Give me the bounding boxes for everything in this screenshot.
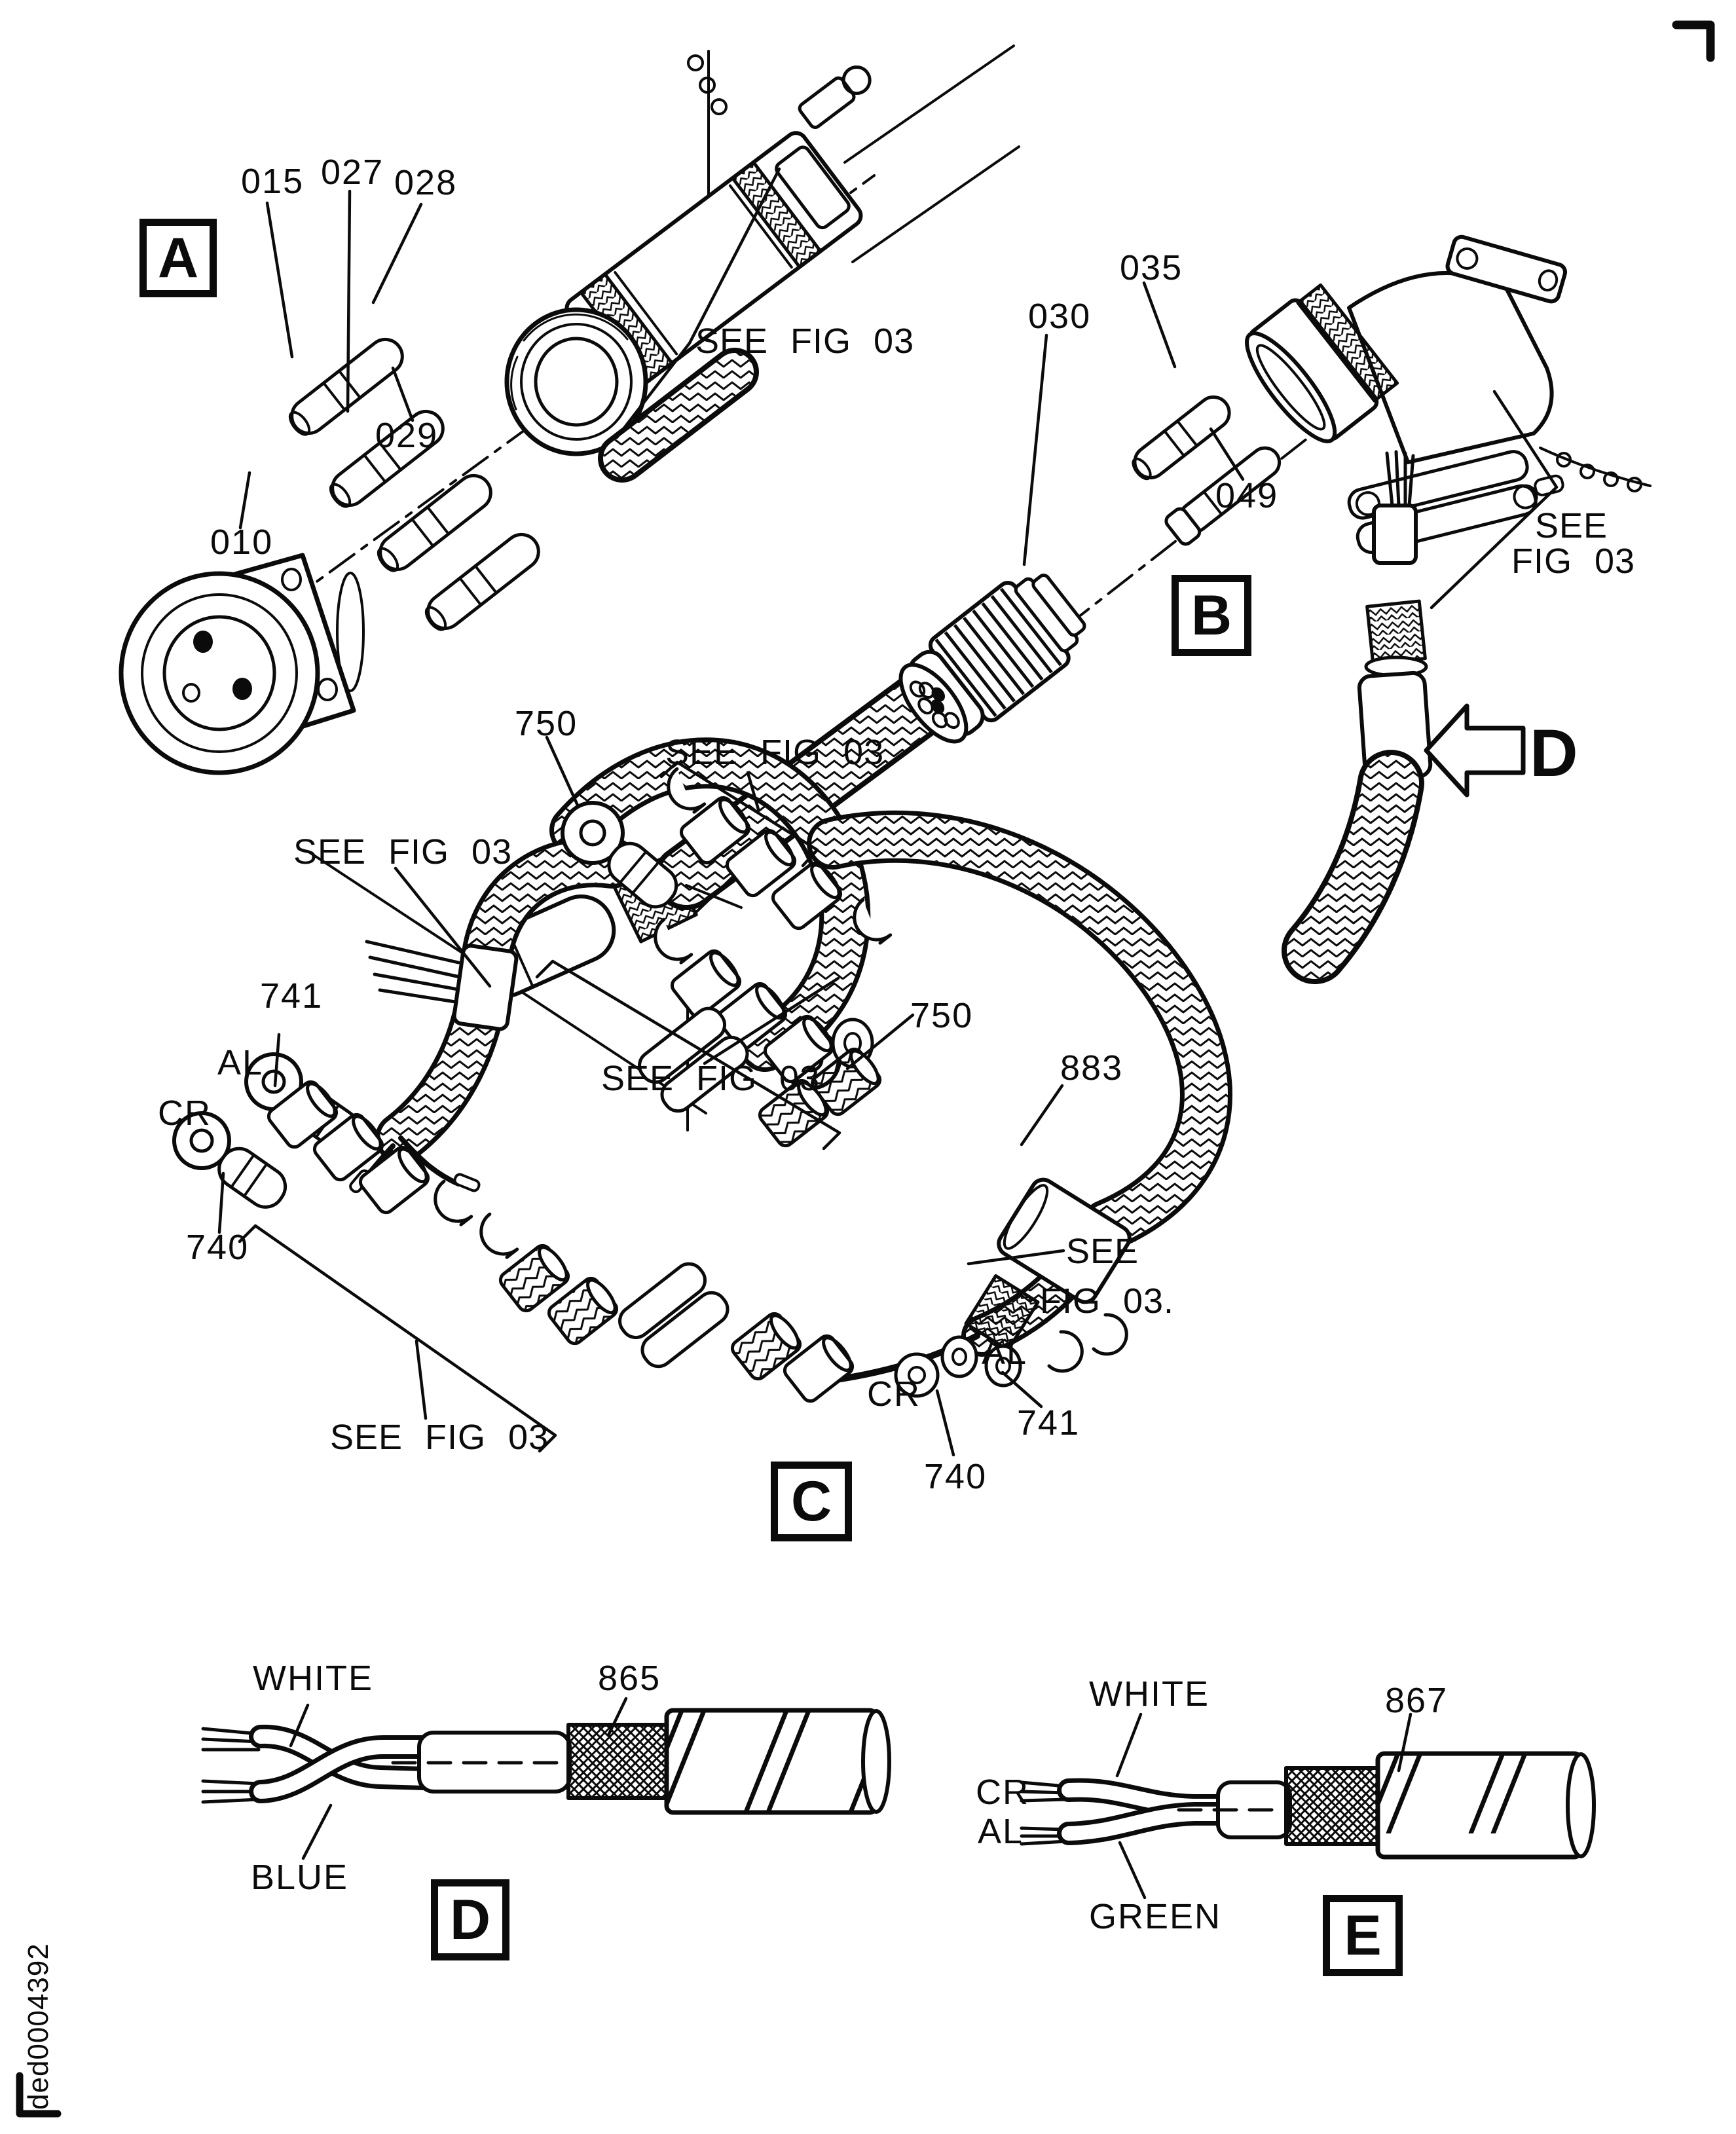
arrow-d-icon (1424, 703, 1526, 798)
part-number-750-right: 750 (910, 996, 974, 1035)
part-number-740-right: 740 (924, 1457, 988, 1496)
part-number-741-right: 741 (1017, 1403, 1080, 1443)
corner-mark-bottom-left (16, 2072, 62, 2118)
fig-03-note-c-right-line2: FIG 03. (1040, 1281, 1175, 1321)
part-number-867: 867 (1385, 1681, 1449, 1720)
see-fig-03-note-c1: SEE FIG 03 (665, 733, 885, 772)
part-number-049: 049 (1215, 476, 1279, 515)
part-number-027: 027 (321, 153, 384, 192)
section-a-artwork (119, 45, 1060, 1131)
wire-color-blue-d: BLUE (251, 1858, 349, 1897)
see-fig-03-note-a: SEE FIG 03 (695, 322, 915, 361)
see-fig-03-note-c4: SEE FIG 03 (330, 1418, 549, 1457)
part-number-883: 883 (1060, 1048, 1124, 1088)
wire-tag-cr-e: CR (976, 1773, 1029, 1812)
part-number-741-left: 741 (260, 976, 323, 1016)
part-number-029: 029 (375, 416, 439, 455)
wire-tag-al-left: AL (217, 1043, 264, 1082)
part-number-015: 015 (241, 162, 305, 201)
ring-terminal-cr-left (172, 1111, 287, 1209)
corner-mark-top-right (1672, 20, 1715, 62)
see-note-c-right-line1: SEE (1066, 1232, 1139, 1271)
section-label-box-a: A (139, 219, 217, 297)
wire-tag-cr-right: CR (867, 1374, 921, 1414)
fig-03-note-b-line2: FIG 03 (1511, 542, 1636, 581)
part-number-035: 035 (1120, 248, 1183, 287)
part-number-028: 028 (394, 163, 458, 202)
see-fig-03-note-c3: SEE FIG 03 (601, 1059, 821, 1098)
part-number-865: 865 (598, 1659, 661, 1698)
shrink-sleeves (267, 767, 893, 1403)
part-number-750-left: 750 (515, 704, 578, 743)
wire-color-white-e: WHITE (1089, 1674, 1210, 1714)
section-label-box-c: C (771, 1462, 852, 1541)
section-label-box-b: B (1172, 575, 1251, 656)
wire-color-green-e: GREEN (1089, 1897, 1222, 1936)
section-d-artwork (201, 1697, 891, 1860)
section-c-artwork (172, 735, 1232, 1457)
see-fig-03-note-c2: SEE FIG 03 (293, 832, 513, 872)
part-number-010: 010 (210, 523, 274, 562)
section-b-artwork (898, 234, 1652, 984)
part-number-740-left: 740 (186, 1228, 249, 1267)
wire-tag-cr-left: CR (158, 1094, 212, 1133)
view-arrow-d-label: D (1530, 716, 1578, 790)
ring-terminal-750-left (561, 801, 678, 909)
wire-tag-al-e: AL (978, 1812, 1024, 1851)
see-note-b-line1: SEE (1535, 506, 1608, 545)
figure-id-watermark: ded0004392 (22, 1943, 54, 2110)
wire-color-white-d: WHITE (253, 1659, 373, 1698)
wire-tag-al-right: AL (982, 1333, 1028, 1372)
section-label-box-d: D (431, 1879, 509, 1960)
section-label-box-e: E (1323, 1895, 1403, 1976)
part-number-030: 030 (1028, 297, 1092, 336)
section-e-artwork (1020, 1712, 1596, 1900)
